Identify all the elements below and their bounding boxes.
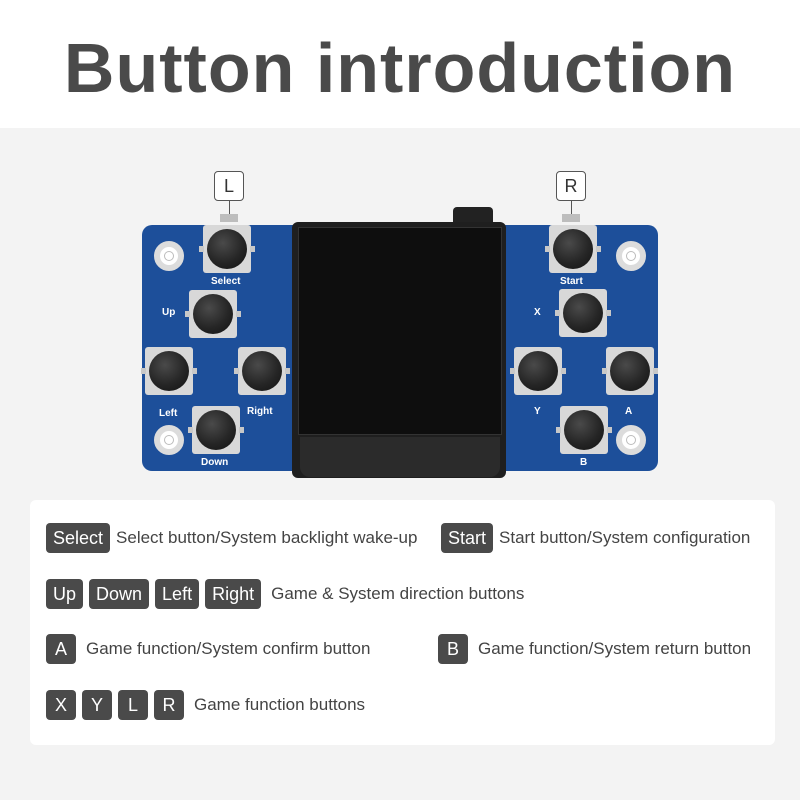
select-button[interactable]: [199, 225, 255, 273]
button-cap: [553, 229, 593, 269]
button-cap: [518, 351, 558, 391]
button-cap: [242, 351, 282, 391]
l-key-badge: L: [118, 690, 148, 720]
b-button[interactable]: [556, 406, 612, 454]
up-button[interactable]: [185, 290, 241, 338]
button-cap: [196, 410, 236, 450]
callout-l-line: [229, 201, 230, 215]
r-key-badge: R: [154, 690, 184, 720]
a-label: A: [625, 406, 633, 417]
up-label: Up: [162, 307, 176, 318]
down-key-badge: Down: [89, 579, 150, 609]
callout-l: L: [214, 171, 244, 201]
a-key-badge: A: [46, 634, 76, 664]
right-key-badge: Right: [205, 579, 262, 609]
b-key-badge: B: [438, 634, 468, 664]
up-key-badge: Up: [46, 579, 84, 609]
select-key-badge: Select: [46, 523, 111, 553]
lcd-flex-cable: [300, 437, 500, 477]
legend-row-direction: Up Down Left Right Game & System directi…: [46, 579, 524, 609]
legend-row-function: X Y L R Game function buttons: [46, 690, 365, 720]
b-label: B: [580, 457, 588, 468]
mounting-hole: [154, 425, 184, 455]
legend-row-select: Select Select button/System backlight wa…: [46, 523, 417, 553]
callout-r: R: [556, 171, 586, 201]
a-button[interactable]: [602, 347, 658, 395]
left-button[interactable]: [141, 347, 197, 395]
x-button[interactable]: [555, 289, 611, 337]
button-cap: [207, 229, 247, 269]
start-description: Start button/System configuration: [499, 528, 751, 547]
callout-r-line: [571, 201, 572, 215]
mounting-hole: [616, 425, 646, 455]
lcd-screen: [298, 227, 502, 435]
button-cap: [149, 351, 189, 391]
select-label: Select: [211, 276, 241, 287]
down-button[interactable]: [188, 406, 244, 454]
mounting-hole: [154, 241, 184, 271]
legend-row-a: A Game function/System confirm button: [46, 634, 370, 664]
start-key-badge: Start: [441, 523, 494, 553]
shoulder-button-r: [562, 214, 580, 222]
x-key-badge: X: [46, 690, 76, 720]
start-button[interactable]: [545, 225, 601, 273]
right-button[interactable]: [234, 347, 290, 395]
button-cap: [610, 351, 650, 391]
y-label: Y: [534, 406, 541, 417]
x-label: X: [534, 307, 541, 318]
button-cap: [563, 293, 603, 333]
direction-description: Game & System direction buttons: [271, 584, 525, 603]
down-label: Down: [201, 457, 229, 468]
a-description: Game function/System confirm button: [86, 639, 371, 658]
legend-row-b: B Game function/System return button: [438, 634, 751, 664]
function-description: Game function buttons: [194, 695, 366, 714]
audio-jack: [453, 207, 493, 225]
start-label: Start: [560, 276, 583, 287]
mounting-hole: [616, 241, 646, 271]
right-label: Right: [247, 406, 273, 417]
left-label: Left: [159, 408, 178, 419]
b-description: Game function/System return button: [478, 639, 752, 658]
button-cap: [564, 410, 604, 450]
legend-panel: Select Select button/System backlight wa…: [30, 500, 775, 745]
page-title: Button introduction: [63, 29, 737, 107]
legend-row-start: Start Start button/System configuration: [441, 523, 750, 553]
y-key-badge: Y: [82, 690, 112, 720]
title-banner: Button introduction: [0, 0, 800, 128]
y-button[interactable]: [510, 347, 566, 395]
shoulder-button-l: [220, 214, 238, 222]
select-description: Select button/System backlight wake-up: [116, 528, 418, 547]
left-key-badge: Left: [155, 579, 200, 609]
button-cap: [193, 294, 233, 334]
